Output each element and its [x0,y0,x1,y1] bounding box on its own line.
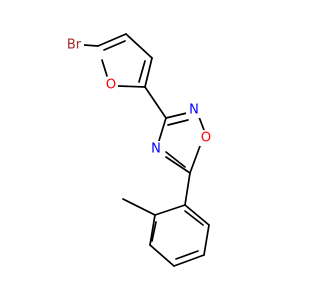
bond-benzene-4-5 [173,254,205,267]
bond-benzene-2-3 [149,214,156,246]
bond-c5-o-furan [101,59,108,77]
atom-o-oxadiazole-label: O [201,131,211,146]
atom-n-left-label: N [151,142,161,157]
bonds [83,33,210,267]
bond-oxadiazole-benzene [184,172,191,206]
bond-benzene-5-6 [203,224,210,256]
atom-labels: Br O N O N [63,37,214,157]
bond-o-furan-c2 [117,85,146,88]
bond-benzene-double-b [175,250,199,260]
bond-c2-c3 [144,57,153,88]
bond-c4-c5-double [103,40,126,51]
atom-br-label: Br [67,38,82,53]
bond-c3-c4 [125,33,153,59]
atom-n-left-background [148,141,164,157]
atom-o-furan-label: O [106,78,116,93]
bond-benzene-6-1 [184,204,210,226]
atom-n-left: N [148,141,164,157]
atom-br: Br [63,37,84,53]
atom-o-oxadiazole-background [198,130,214,146]
bond-o-c5 [189,145,201,174]
atom-o-furan-background [103,77,118,93]
bond-c3-n-top [165,112,188,119]
bond-c4-c5 [97,33,127,47]
atom-o-oxadiazole: O [198,130,214,146]
bond-methyl [122,198,156,216]
bond-n-top-o [198,116,205,131]
molecule-structure-diagram: Br O N O N [63,33,214,267]
atom-n-top-background [186,102,202,118]
atom-br-background [63,37,84,53]
bond-benzene-double-c [184,210,204,226]
bond-c3-n-top-double [167,119,189,126]
bond-benzene-3-4 [149,244,175,267]
atom-n-top: N [186,102,202,118]
bond-n-left-c3 [157,117,167,145]
bond-c2-c3-double [138,60,146,83]
bond-benzene-1-2 [154,204,186,216]
bond-c5-n-left [165,156,191,174]
bond-benzene-double-a [151,221,157,242]
bond-c5-n-left-double [165,151,186,168]
bond-furan-oxadiazole [144,86,167,119]
bond-c5-br [83,44,99,47]
atom-o-furan: O [103,77,118,93]
atom-n-top-label: N [189,103,199,118]
